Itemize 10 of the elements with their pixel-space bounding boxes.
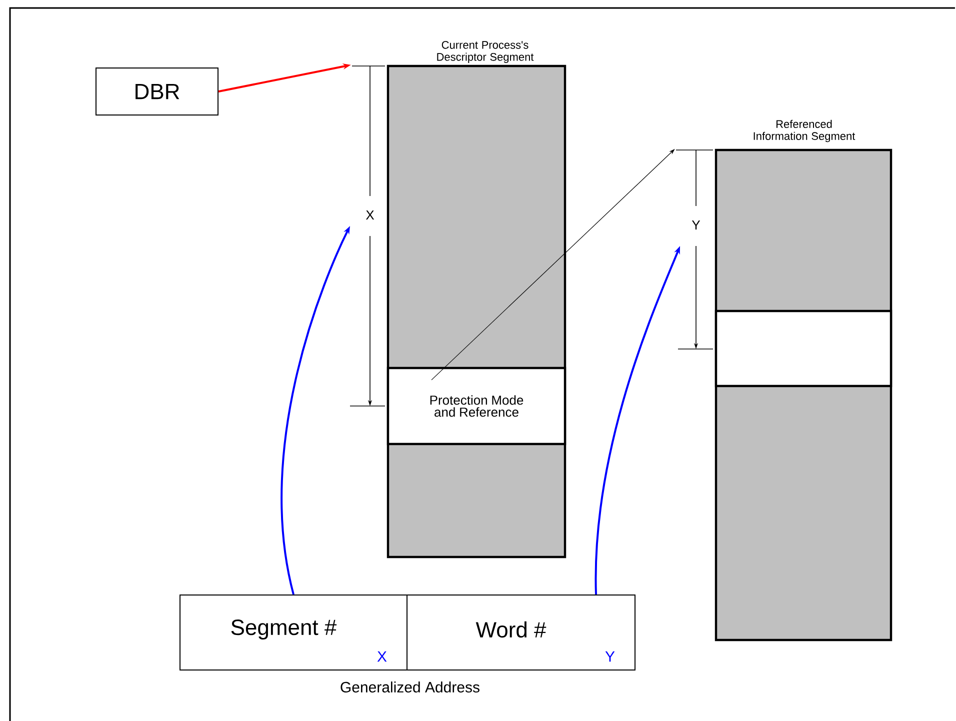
caption: Generalized Address — [340, 682, 480, 692]
address-field-box: Word # Y — [406, 594, 636, 670]
dimension-label: Y — [692, 220, 700, 230]
register-box: DBR — [96, 68, 218, 116]
segment-heading: Referenced Information Segment — [754, 120, 856, 142]
descriptor-entry-box: Protection Mode and Reference — [386, 366, 566, 446]
word-slot-box — [714, 310, 892, 388]
dimension-label: X — [366, 210, 374, 220]
segment-heading: Current Process's Descriptor Segment — [437, 41, 534, 63]
address-field-box: Segment # X — [180, 594, 408, 670]
